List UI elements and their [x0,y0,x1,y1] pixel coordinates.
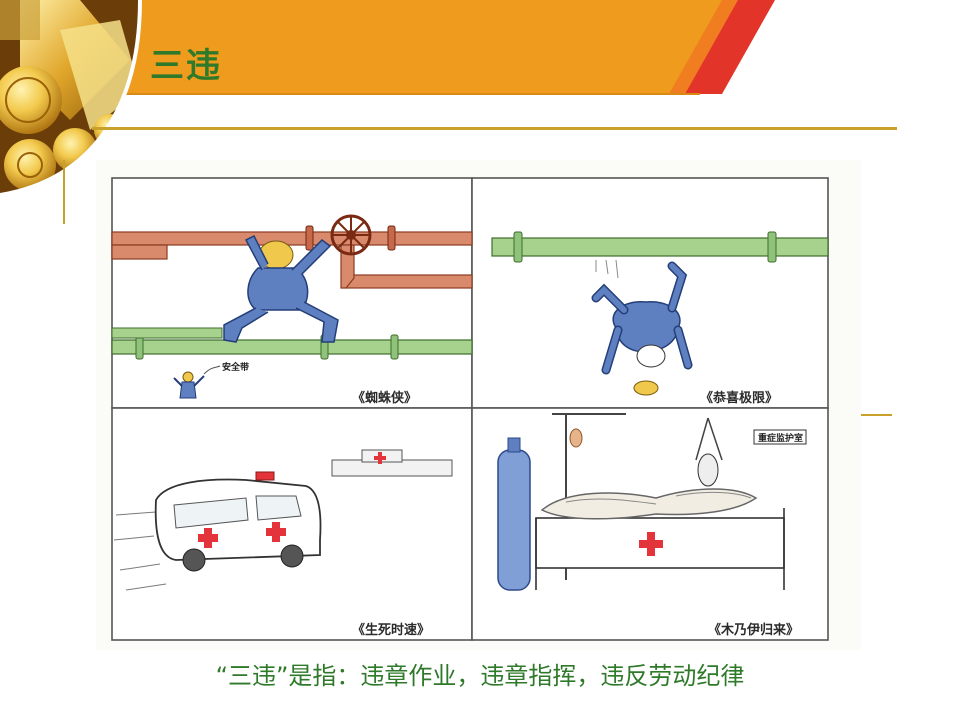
gold-divider [92,127,897,130]
safety-comic-illustration: 安全带 《蜘蛛侠》 《恭喜极限》 《生死时速》 [96,160,861,650]
gold-coins-decoration [0,0,142,197]
gold-side-tick [860,414,892,416]
header-orange-stripe [669,0,738,94]
slide-caption: “三违”是指：违章作业，违章指挥，违反劳动纪律 [215,662,745,690]
panel-falling-drawing [491,231,829,396]
panel-ambulance-drawing [113,449,453,591]
gold-vertical-accent [63,160,65,224]
safety-belt-label: 安全带 [222,361,249,373]
panel-caption: 《生死时速》 [352,622,430,638]
panel-spiderman-drawing [111,214,473,399]
slide-title: 三违 [150,46,222,86]
header-band [110,0,775,95]
panel-caption: 《恭喜极限》 [700,390,778,406]
header-red-stripe [682,0,775,94]
header-orange-band [110,0,755,94]
panel-caption: 《蜘蛛侠》 [352,390,417,406]
panel-caption: 《木乃伊归来》 [708,622,799,638]
icu-sign-label: 重症监护室 [758,432,803,444]
panel-frame [471,177,829,409]
panel-hospital-drawing [497,413,807,591]
